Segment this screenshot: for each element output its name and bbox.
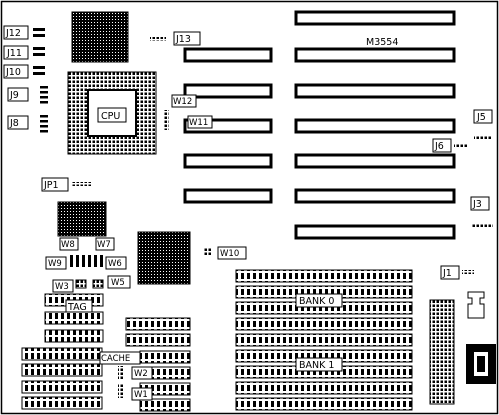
keyboard-connector [466, 344, 496, 384]
jumper-j6-label: J6 [434, 141, 444, 152]
jumper-j3 [471, 224, 493, 228]
jumper-w6-w9-block [70, 255, 103, 267]
isa-slot [183, 83, 273, 99]
jumper-j5 [474, 135, 492, 139]
jumper-jp1 [72, 182, 92, 186]
jumper-w5 [92, 279, 104, 289]
jumper-j13-label: J13 [175, 34, 191, 45]
jumper-j13 [150, 37, 166, 41]
jumper-j8-label: J8 [9, 118, 19, 129]
jumper-j12-label: J12 [5, 28, 21, 39]
jumper-w10-label: W10 [220, 249, 239, 259]
jumper-j9 [40, 86, 48, 104]
isa-slot [183, 47, 273, 63]
bank-1-label: BANK 1 [299, 360, 334, 371]
jumper-j8 [40, 115, 48, 133]
isa-slot [294, 10, 456, 26]
jumper-w7-label: W7 [97, 240, 111, 250]
jumper-j10-label: J10 [5, 67, 21, 78]
jumper-j5-label: J5 [476, 112, 486, 123]
power-connector [429, 299, 455, 405]
jumper-w1 [118, 384, 123, 398]
simm-sockets [235, 269, 413, 411]
cpu-label: CPU [101, 111, 120, 122]
bios-chip [71, 11, 129, 63]
cache-label: CACHE [101, 354, 130, 364]
isa-slot [294, 188, 456, 204]
jumper-w1-label: W1 [134, 390, 148, 400]
jumper-w5-label: W5 [111, 278, 125, 288]
chipset-chip [137, 231, 191, 285]
isa-slot [294, 83, 456, 99]
jumper-j9-label: J9 [9, 90, 19, 101]
isa-slot [294, 47, 456, 63]
jumper-w12-label: W12 [173, 97, 192, 107]
battery [467, 291, 485, 319]
cpu-socket: CPU [67, 71, 157, 155]
jumper-w2 [118, 366, 123, 380]
jumper-w3-label: W3 [55, 282, 69, 292]
isa-slot [183, 153, 273, 169]
jumper-j1-label: J1 [442, 268, 452, 279]
isa-slot [294, 153, 456, 169]
chipset-chip [57, 201, 107, 237]
isa-slot [294, 224, 456, 240]
jumper-w8-label: W8 [61, 240, 75, 250]
jumper-j3-label: J3 [472, 199, 482, 210]
bank-0-label: BANK 0 [299, 296, 334, 307]
jumper-j12 [33, 28, 45, 31]
jumper-j6 [454, 144, 468, 148]
jumper-j11-label: J11 [6, 48, 22, 59]
jumper-w12 [163, 110, 169, 130]
jumper-w10 [203, 248, 211, 256]
cpu-label-box [97, 107, 127, 123]
jumper-jp1-label: JP1 [43, 180, 59, 191]
jumper-j11 [33, 47, 45, 50]
tag-ram-label: TAG [67, 302, 87, 313]
jumper-w3 [75, 279, 87, 289]
jumper-w6-label: W6 [108, 259, 122, 269]
jumper-j1 [462, 270, 474, 274]
jumper-w9-label: W9 [48, 259, 62, 269]
jumper-j10 [33, 66, 45, 69]
jumper-w11-label: W11 [189, 118, 208, 128]
board-model-label: M3554 [366, 37, 398, 48]
jumper-w2-label: W2 [134, 369, 148, 379]
isa-slot [294, 118, 456, 134]
isa-slot [183, 188, 273, 204]
